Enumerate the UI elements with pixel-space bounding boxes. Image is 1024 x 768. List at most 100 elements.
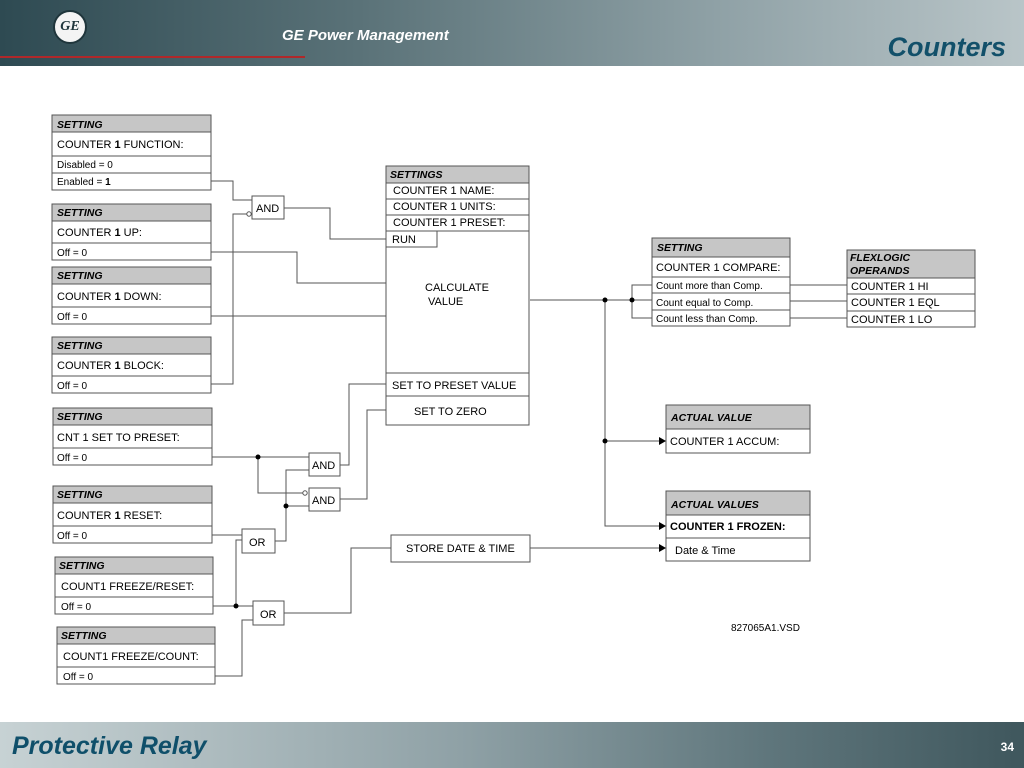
setting-header: SETTING <box>57 411 103 423</box>
setting-value: Off = 0 <box>57 531 88 542</box>
setting-option-disabled: Disabled = 0 <box>57 160 113 171</box>
footer-title: Protective Relay <box>12 732 207 760</box>
and-gate-label: AND <box>312 495 335 507</box>
store-date-time-label: STORE DATE & TIME <box>406 543 515 555</box>
setting-name-suffix: DOWN: <box>121 291 162 303</box>
settings-header: SETTINGS <box>390 169 443 181</box>
inverter-bubble <box>246 211 252 217</box>
arrowheads <box>659 437 666 552</box>
setting-header: SETTING <box>57 207 103 219</box>
or-gate-reset: OR <box>241 528 276 554</box>
or-gate-label: OR <box>249 537 266 549</box>
setting-option-enabled-num: 1 <box>105 177 111 188</box>
compare-row: Count more than Comp. <box>656 281 763 292</box>
flexlogic-operand: COUNTER 1 EQL <box>851 297 940 309</box>
junction-dot <box>602 297 608 303</box>
arrowhead-icon <box>659 437 666 445</box>
run-input-label: RUN <box>392 234 416 246</box>
setting-name-suffix: FUNCTION: <box>121 139 184 151</box>
setting-name-prefix: COUNTER <box>57 139 114 151</box>
setting-value: Off = 0 <box>57 381 88 392</box>
or-gate-label: OR <box>260 609 277 621</box>
file-reference: 827065A1.VSD <box>731 623 800 634</box>
svg-text:COUNTER 1 BLOCK:: COUNTER 1 BLOCK: <box>57 360 164 372</box>
setting-name-prefix: COUNTER <box>57 291 114 303</box>
actual-value-accum: ACTUAL VALUE COUNTER 1 ACCUM: <box>665 404 811 454</box>
junction-dots <box>233 211 635 609</box>
setting-counter-down: SETTING COUNTER 1 DOWN: Off = 0 <box>51 266 212 325</box>
set-to-preset-label: SET TO PRESET VALUE <box>392 380 516 392</box>
settings-preset: COUNTER 1 PRESET: <box>393 217 505 229</box>
slide-footer: Protective Relay 34 <box>0 722 1024 768</box>
setting-name-suffix: RESET: <box>121 510 163 522</box>
setting-value: Off = 0 <box>57 312 88 323</box>
company-name: GE Power Management <box>282 27 449 44</box>
slide-header: GE GE Power Management Counters <box>0 0 1024 66</box>
setting-header: SETTING <box>657 242 703 254</box>
compare-row: Count less than Comp. <box>656 314 758 325</box>
arrowhead-icon <box>659 544 666 552</box>
junction-dot <box>233 603 239 609</box>
actual-values-frozen: ACTUAL VALUES COUNTER 1 FROZEN: Date & T… <box>665 490 811 562</box>
setting-counter-function: SETTING COUNTER 1 FUNCTION: Disabled = 0… <box>51 114 212 191</box>
actual-values-header: ACTUAL VALUES <box>670 499 759 511</box>
junction-dot <box>255 454 261 460</box>
or-gate-freeze: OR <box>252 600 285 626</box>
setting-name-num: 1 <box>114 510 120 522</box>
setting-name: COUNTER 1 COMPARE: <box>656 262 780 274</box>
setting-name-num: 1 <box>114 291 120 303</box>
setting-name-suffix: UP: <box>121 227 142 239</box>
setting-value: Off = 0 <box>57 453 88 464</box>
slide-title: Counters <box>887 32 1006 62</box>
setting-header: SETTING <box>57 270 103 282</box>
setting-name-num: 1 <box>114 139 120 151</box>
header-red-line <box>0 56 305 58</box>
and-gate-preset: AND <box>308 452 341 477</box>
and-gate-function: AND <box>251 195 285 220</box>
flexlogic-operand: COUNTER 1 HI <box>851 281 929 293</box>
connection-wires <box>211 180 847 677</box>
svg-text:COUNTER 1 RESET:: COUNTER 1 RESET: <box>57 510 162 522</box>
flexlogic-operand: COUNTER 1 LO <box>851 314 933 326</box>
arrowhead-icon <box>659 522 666 530</box>
setting-name-prefix: COUNTER <box>57 510 114 522</box>
setting-counter-compare: SETTING COUNTER 1 COMPARE: Count more th… <box>651 237 791 327</box>
inverter-bubble <box>302 490 308 496</box>
settings-units: COUNTER 1 UNITS: <box>393 201 496 213</box>
setting-name-num: 1 <box>114 227 120 239</box>
setting-freeze-count: SETTING COUNT1 FREEZE/COUNT: Off = 0 <box>56 626 216 685</box>
and-gate-zero: AND <box>308 487 341 512</box>
setting-header: SETTING <box>57 119 103 131</box>
value-label: VALUE <box>428 296 463 308</box>
setting-set-to-preset: SETTING CNT 1 SET TO PRESET: Off = 0 <box>52 407 213 466</box>
setting-name: COUNT1 FREEZE/RESET: <box>61 581 194 593</box>
actual-value-header: ACTUAL VALUE <box>670 412 753 424</box>
flexlogic-header-line2: OPERANDS <box>850 265 910 277</box>
junction-dot <box>629 297 635 303</box>
svg-text:Enabled = 1: Enabled = 1 <box>57 177 111 188</box>
setting-value: Off = 0 <box>61 602 92 613</box>
date-time-label: Date & Time <box>675 545 736 557</box>
setting-counter-up: SETTING COUNTER 1 UP: Off = 0 <box>51 203 212 261</box>
and-gate-label: AND <box>256 203 279 215</box>
setting-header: SETTING <box>57 489 103 501</box>
setting-header: SETTING <box>61 630 107 642</box>
settings-name: COUNTER 1 NAME: <box>393 185 494 197</box>
setting-name-suffix: BLOCK: <box>121 360 164 372</box>
ge-logo-icon: GE <box>53 10 87 44</box>
setting-value: Off = 0 <box>57 248 88 259</box>
and-gate-label: AND <box>312 460 335 472</box>
setting-name-num: 1 <box>114 360 120 372</box>
flexlogic-operands: FLEXLOGIC OPERANDS COUNTER 1 HI COUNTER … <box>846 249 976 328</box>
setting-name-prefix: COUNTER <box>57 227 114 239</box>
svg-text:COUNTER 1 FUNCTION:: COUNTER 1 FUNCTION: <box>57 139 184 151</box>
setting-counter-block: SETTING COUNTER 1 BLOCK: Off = 0 <box>51 336 212 394</box>
setting-name: CNT 1 SET TO PRESET: <box>57 432 180 444</box>
compare-row: Count equal to Comp. <box>656 298 753 309</box>
setting-header: SETTING <box>57 340 103 352</box>
flexlogic-header-line1: FLEXLOGIC <box>850 252 911 264</box>
setting-value: Off = 0 <box>63 672 94 683</box>
junction-dot <box>602 438 608 444</box>
svg-text:COUNTER 1 UP:: COUNTER 1 UP: <box>57 227 142 239</box>
